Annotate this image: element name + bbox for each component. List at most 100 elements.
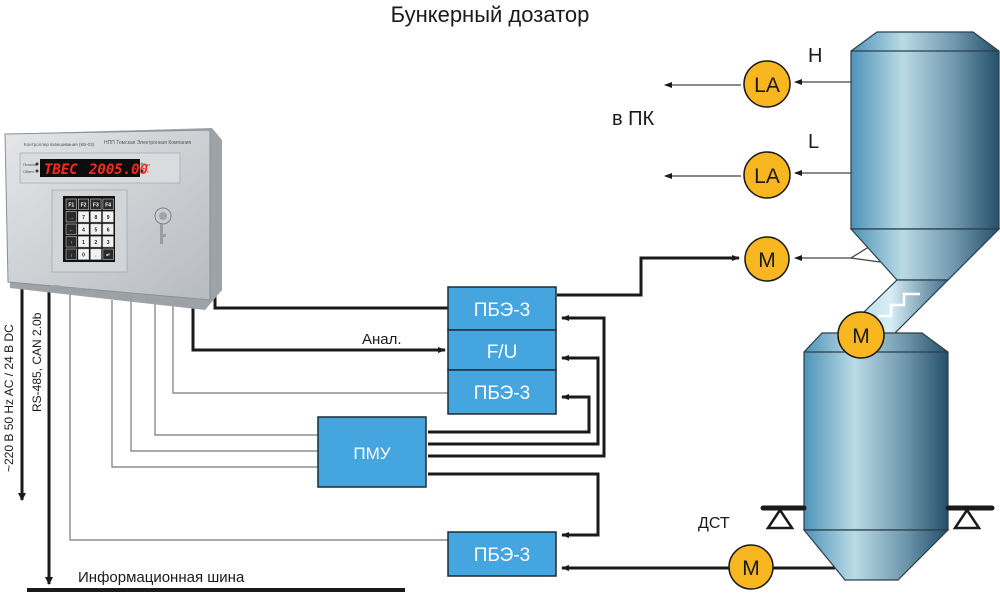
wire-controller-to-pmu-3: [154, 296, 318, 436]
keypad-key[interactable]: [65, 236, 77, 248]
motor-transfer-label: M: [852, 325, 870, 348]
upper-silo-cone: [849, 228, 1000, 281]
indicator-exchange-label: Обмен: [23, 170, 34, 174]
block-pmu-label: ПМУ: [353, 444, 390, 463]
load-cell-left: [760, 505, 807, 530]
block-pbe-top[interactable]: ПБЭ-3: [447, 286, 557, 331]
keypad-key-label: 6: [107, 227, 110, 233]
upper-silo: [849, 31, 1000, 281]
keypad-key-label: ←: [69, 227, 74, 233]
block-pmu[interactable]: ПМУ: [317, 416, 427, 488]
keypad-key-label: F2: [81, 202, 87, 208]
keypad-key[interactable]: [78, 198, 90, 210]
keypad-key[interactable]: [90, 236, 102, 248]
keypad-key[interactable]: [65, 198, 77, 210]
information-bus-label: Информационная шина: [78, 569, 245, 586]
keypad-key[interactable]: [90, 211, 102, 223]
key-lock-icon[interactable]: [154, 207, 172, 244]
keypad-key[interactable]: [78, 223, 90, 235]
diagram-title: Бункерный дозатор: [391, 2, 590, 27]
unit-t-label: т: [147, 169, 149, 174]
weighing-controller[interactable]: Контроллер взвешивания (КВ-03) НПП Томск…: [4, 128, 222, 310]
keypad-key[interactable]: [90, 198, 102, 210]
wire-pmu-to-pbe-top: [428, 315, 606, 458]
wire-controller-to-pbe-mid: [172, 300, 448, 394]
keypad-key[interactable]: [90, 248, 102, 260]
keypad-key-label: 8: [94, 215, 97, 221]
block-pbe-top-label: ПБЭ-3: [474, 300, 530, 321]
level-low-tag: L: [808, 131, 819, 153]
display-left-text: TBEC: [44, 162, 78, 178]
motor-discharge[interactable]: M: [728, 544, 774, 590]
lower-silo: [802, 332, 950, 581]
block-pbe-bottom[interactable]: ПБЭ-3: [447, 531, 557, 577]
keypad-key-label: 0: [82, 252, 85, 258]
keypad-key-label: .: [95, 252, 97, 258]
cable-glands: [49, 285, 189, 306]
block-pbe-bottom-label: ПБЭ-3: [474, 545, 530, 566]
level-sensor-low[interactable]: LA: [743, 151, 791, 199]
keypad-key-label: 1: [82, 240, 85, 246]
keypad-key-label: 9: [107, 215, 110, 221]
keypad-key[interactable]: [65, 223, 77, 235]
block-fu[interactable]: F/U: [447, 329, 557, 371]
motor-discharge-label: M: [742, 557, 760, 580]
motor-upper-gate-label: M: [758, 249, 776, 272]
controller-model-label: Контроллер взвешивания (КВ-03): [24, 142, 95, 147]
keypad-key[interactable]: [102, 223, 114, 235]
keypad-key[interactable]: [102, 198, 114, 210]
interface-label: RS-485, CAN 2.0b: [30, 312, 44, 412]
analog-wire: [191, 308, 446, 353]
keypad-key-label: 5: [94, 227, 97, 233]
wire-controller-to-pmu-1: [111, 300, 318, 468]
keypad-key[interactable]: [65, 211, 77, 223]
keypad-key[interactable]: [102, 248, 114, 260]
keypad-key-label: F3: [93, 202, 99, 208]
scale-label: ДСТ: [698, 515, 730, 532]
display-right-text: 2005.00: [88, 162, 148, 178]
block-pbe-mid[interactable]: ПБЭ-3: [447, 369, 557, 415]
block-fu-label: F/U: [487, 342, 518, 363]
load-cell-right: [945, 505, 995, 530]
keypad-key-label: 7: [82, 215, 85, 221]
wire-pbe-top-to-motor: [557, 255, 740, 297]
level-sensor-high-label: LA: [754, 74, 780, 97]
block-pbe-mid-label: ПБЭ-3: [474, 383, 530, 404]
wire-controller-to-pmu-2: [130, 298, 318, 452]
keypad-key[interactable]: [65, 248, 77, 260]
keypad-key[interactable]: [78, 211, 90, 223]
keypad-key[interactable]: [78, 236, 90, 248]
unit-kg-label: кг: [147, 162, 151, 167]
motor-transfer[interactable]: M: [837, 311, 885, 359]
wiring: [18, 79, 881, 592]
wire-pmu-to-fu: [428, 355, 600, 446]
level-sensor-low-label: LA: [754, 165, 780, 188]
keypad-key[interactable]: [90, 223, 102, 235]
keypad-key[interactable]: [78, 248, 90, 260]
keypad-key-label: ↑: [70, 240, 73, 246]
keypad-key-label: F4: [105, 202, 111, 208]
wire-pmu-to-pbe-bottom: [428, 472, 600, 538]
keypad-key[interactable]: [102, 211, 114, 223]
analog-label: Анал.: [362, 331, 402, 348]
level-high-tag: H: [808, 45, 822, 67]
wire-pmu-to-pbe-mid: [428, 394, 591, 434]
wire-controller-to-pbe-bottom: [69, 292, 448, 541]
keypad-key-label: 4: [82, 227, 85, 233]
keypad-key[interactable]: [102, 236, 114, 248]
keypad-key-label: ↓: [70, 252, 73, 258]
wire-controller-to-pbe-top: [213, 295, 448, 310]
display-screen: [40, 159, 140, 177]
keypad-key-label: →: [69, 215, 74, 221]
keypad-key-label: ↵: [106, 252, 110, 258]
motor-upper-gate[interactable]: M: [744, 236, 790, 282]
controller-maker-label: НПП Томская Электронная Компания: [104, 140, 192, 146]
keypad-key-label: F1: [68, 202, 74, 208]
indicator-power-label: Питание: [23, 163, 37, 167]
power-label: ~220 В 50 Hz AC / 24 В DC: [2, 324, 16, 472]
pc-label: в ПК: [612, 108, 655, 130]
screw-feeder-icon: [878, 292, 920, 318]
level-sensor-high[interactable]: LA: [743, 60, 791, 108]
